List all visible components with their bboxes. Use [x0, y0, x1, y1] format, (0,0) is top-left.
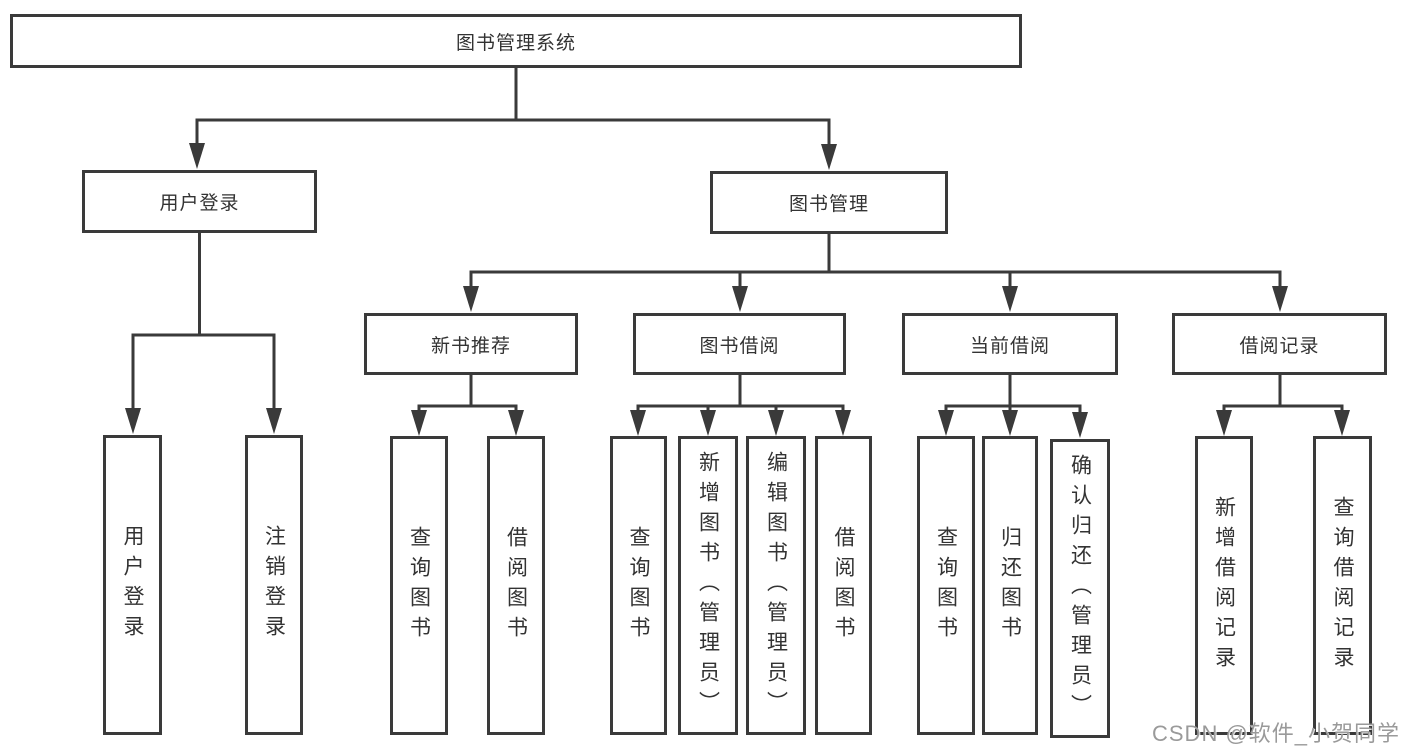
arrowhead [1002, 410, 1018, 436]
leaf-confirm-return-admin: 确认归还（管理员） [1050, 439, 1110, 738]
connector-borrow-records-children [1222, 375, 1344, 414]
node-new-book-recommend: 新书推荐 [364, 313, 578, 375]
leaf-query-borrow-record: 查询借阅记录 [1313, 436, 1372, 735]
leaf-edit-book-admin-label: 编辑图书（管理员） [764, 450, 788, 721]
arrowhead [630, 410, 646, 436]
node-user-login: 用户登录 [82, 170, 317, 233]
node-book-management: 图书管理 [710, 171, 948, 234]
node-borrowing-records-label: 借阅记录 [1239, 335, 1320, 357]
connector-book-borrow-children [636, 375, 845, 414]
leaf-confirm-return-admin-label: 确认归还（管理员） [1068, 453, 1092, 724]
arrowhead [189, 143, 205, 169]
leaf-add-book-admin-label: 新增图书（管理员） [696, 450, 720, 721]
connector-book-mgmt-children [469, 234, 1282, 290]
leaf-logout: 注销登录 [245, 435, 303, 735]
leaf-user-login-label: 用户登录 [121, 525, 144, 645]
node-root-label: 图书管理系统 [455, 32, 576, 54]
arrowhead [938, 410, 954, 436]
node-root: 图书管理系统 [10, 14, 1022, 68]
arrowhead [1334, 410, 1350, 436]
arrowhead [700, 410, 716, 436]
connector-current-borrow-children [944, 375, 1082, 416]
leaf-add-borrow-record: 新增借阅记录 [1195, 436, 1253, 735]
leaf-query-borrow-record-label: 查询借阅记录 [1331, 495, 1354, 676]
arrowhead [1072, 412, 1088, 438]
leaf-query-books-current-label: 查询图书 [934, 525, 958, 646]
leaf-query-books-recommend: 查询图书 [390, 436, 448, 735]
connector-root-to-level2 [195, 68, 831, 147]
leaf-query-books-recommend-label: 查询图书 [407, 525, 431, 646]
leaf-return-book: 归还图书 [982, 436, 1038, 735]
arrowhead [768, 410, 784, 436]
node-book-borrowing: 图书借阅 [633, 313, 846, 375]
node-current-borrowing-label: 当前借阅 [969, 335, 1050, 357]
arrowhead [1216, 410, 1232, 436]
arrowhead [835, 410, 851, 436]
leaf-query-books-borrowing-label: 查询图书 [627, 525, 650, 646]
node-user-login-label: 用户登录 [159, 193, 240, 214]
leaf-query-books-current: 查询图书 [917, 436, 975, 735]
node-current-borrowing: 当前借阅 [902, 313, 1118, 375]
arrowhead [821, 144, 837, 170]
node-book-borrowing-label: 图书借阅 [699, 335, 780, 357]
leaf-add-book-admin: 新增图书（管理员） [678, 436, 738, 735]
arrowhead [1002, 286, 1018, 312]
leaf-borrow-books: 借阅图书 [815, 436, 872, 735]
leaf-query-books-borrowing: 查询图书 [610, 436, 667, 735]
leaf-logout-label: 注销登录 [262, 525, 286, 645]
node-book-management-label: 图书管理 [788, 194, 869, 215]
connector-new-book-children [417, 375, 518, 414]
arrowhead [411, 410, 427, 436]
watermark: CSDN @软件_小贺同学 [1152, 721, 1401, 746]
arrowhead [125, 408, 141, 434]
leaf-user-login: 用户登录 [103, 435, 162, 735]
arrowhead [508, 410, 524, 436]
arrowhead [266, 408, 282, 434]
leaf-edit-book-admin: 编辑图书（管理员） [746, 436, 806, 735]
arrowhead [463, 286, 479, 312]
arrowhead [1272, 286, 1288, 312]
leaf-add-borrow-record-label: 新增借阅记录 [1212, 495, 1236, 676]
arrowhead [732, 286, 748, 312]
leaf-borrow-books-label: 借阅图书 [832, 525, 855, 646]
leaf-borrow-books-recommend: 借阅图书 [487, 436, 545, 735]
node-new-book-recommend-label: 新书推荐 [430, 335, 511, 357]
leaf-borrow-books-recommend-label: 借阅图书 [504, 525, 528, 646]
leaf-return-book-label: 归还图书 [998, 525, 1022, 646]
node-borrowing-records: 借阅记录 [1172, 313, 1387, 375]
connector-user-login-children [131, 233, 276, 412]
